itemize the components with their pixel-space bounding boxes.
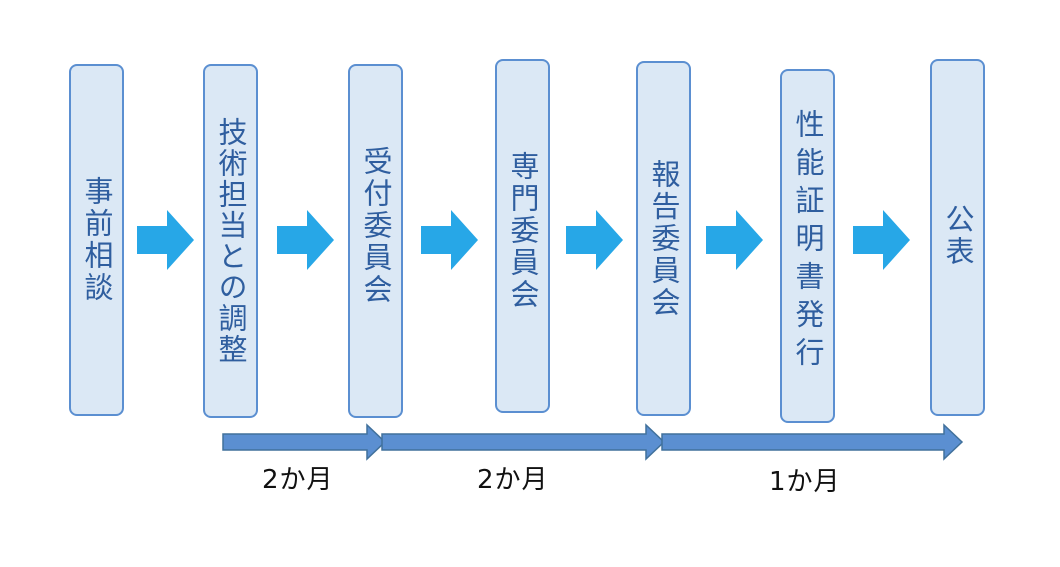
step-box-reception-committee: 受付委員会 — [348, 64, 403, 418]
step-box-report-committee: 報告委員会 — [636, 61, 691, 416]
flow-arrow-3 — [421, 210, 478, 270]
step-label: 事前相談 — [80, 176, 114, 304]
duration-label-1: 2か月 — [262, 465, 334, 495]
timeline-arrow-1 — [222, 423, 387, 461]
step-box-pre-consultation: 事前相談 — [69, 64, 124, 416]
step-label: 技術担当との調整 — [214, 117, 248, 365]
step-label: 受付委員会 — [359, 146, 393, 306]
flow-arrow-4 — [566, 210, 623, 270]
step-box-technical-coordination: 技術担当との調整 — [203, 64, 258, 418]
step-label: 報告委員会 — [647, 159, 681, 319]
step-box-publication: 公表 — [930, 59, 985, 416]
step-box-expert-committee: 専門委員会 — [495, 59, 550, 413]
step-label: 性能証明書発行 — [791, 109, 825, 375]
flow-arrow-2 — [277, 210, 334, 270]
duration-label-3: 1か月 — [769, 467, 841, 497]
flow-arrow-5 — [706, 210, 763, 270]
duration-label-2: 2か月 — [477, 465, 549, 495]
step-label: 公表 — [941, 204, 975, 268]
flow-arrow-6 — [853, 210, 910, 270]
step-label: 専門委員会 — [506, 151, 540, 311]
timeline-arrow-3 — [661, 423, 964, 461]
flow-arrow-1 — [137, 210, 194, 270]
timeline-arrow-2 — [381, 423, 666, 461]
step-box-certificate-issuance: 性能証明書発行 — [780, 69, 835, 423]
